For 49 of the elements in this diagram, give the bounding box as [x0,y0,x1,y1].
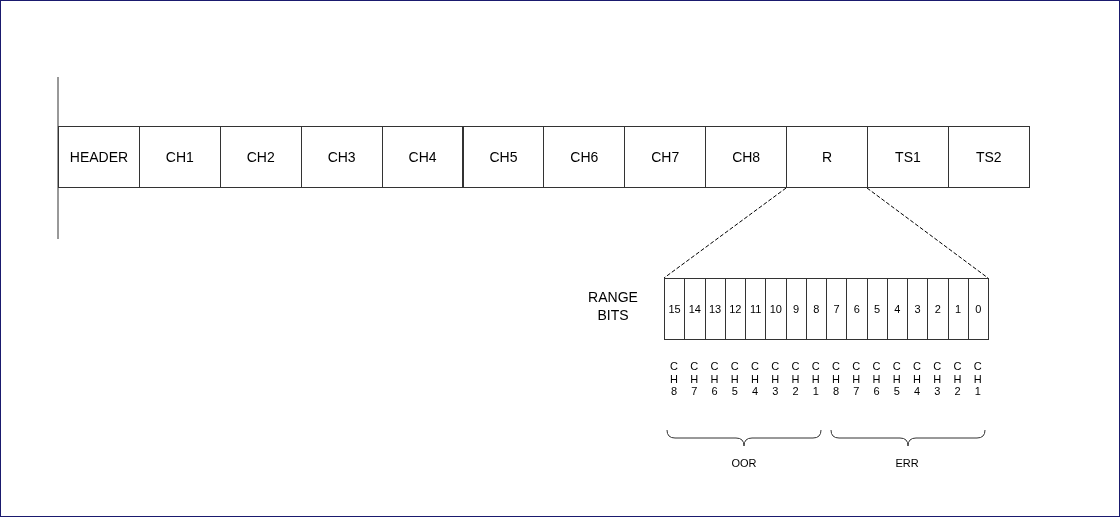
bit-cell: 7 [826,278,848,340]
group-label: OOR [730,456,758,471]
field-box: CH2 [219,126,302,188]
channel-label: CH6 [871,360,882,398]
field-box: CH8 [705,126,788,188]
bit-cell: 1 [947,278,969,340]
bit-cell: 11 [745,278,767,340]
channel-label: CH7 [851,360,862,398]
channel-label: CH1 [810,360,821,398]
field-box: CH4 [381,126,464,188]
field-box: CH7 [624,126,707,188]
axis-label: RANGE BITS [587,288,639,325]
field-box: CH5 [462,126,545,188]
bit-cell: 4 [886,278,908,340]
bit-cell: 9 [785,278,807,340]
channel-label: CH6 [709,360,720,398]
channel-label: CH2 [790,360,801,398]
channel-label: CH2 [952,360,963,398]
bit-cell: 8 [805,278,827,340]
channel-label: CH3 [770,360,781,398]
channel-label: CH8 [669,360,679,398]
bit-cell: 13 [704,278,726,340]
field-box: TS1 [867,126,949,188]
field-box: HEADER [58,126,140,188]
channel-label: CH4 [750,360,760,398]
dashed-line [663,187,787,279]
field-box: TS2 [947,126,1030,188]
field-box: CH6 [543,126,626,188]
field-box: R [786,126,868,188]
channel-label: CH1 [972,360,983,398]
field-box: CH3 [300,126,383,188]
channel-label: CH5 [729,360,740,398]
channel-label: CH4 [912,360,922,398]
channel-label: CH7 [689,360,700,398]
bit-cell: 12 [724,278,746,340]
bit-cell: 15 [664,278,686,340]
bit-cell: 5 [866,278,888,340]
bit-cell: 3 [907,278,929,340]
bit-cell: 6 [846,278,868,340]
bit-cell: 2 [927,278,949,340]
bit-cell: 10 [765,278,787,340]
channel-label: CH5 [891,360,902,398]
dashed-line [866,187,989,279]
channel-label: CH8 [831,360,841,398]
bit-cell: 0 [967,278,989,340]
channel-label: CH3 [932,360,943,398]
field-box: CH1 [138,126,221,188]
group-label: ERR [894,456,920,471]
bit-cell: 14 [684,278,706,340]
